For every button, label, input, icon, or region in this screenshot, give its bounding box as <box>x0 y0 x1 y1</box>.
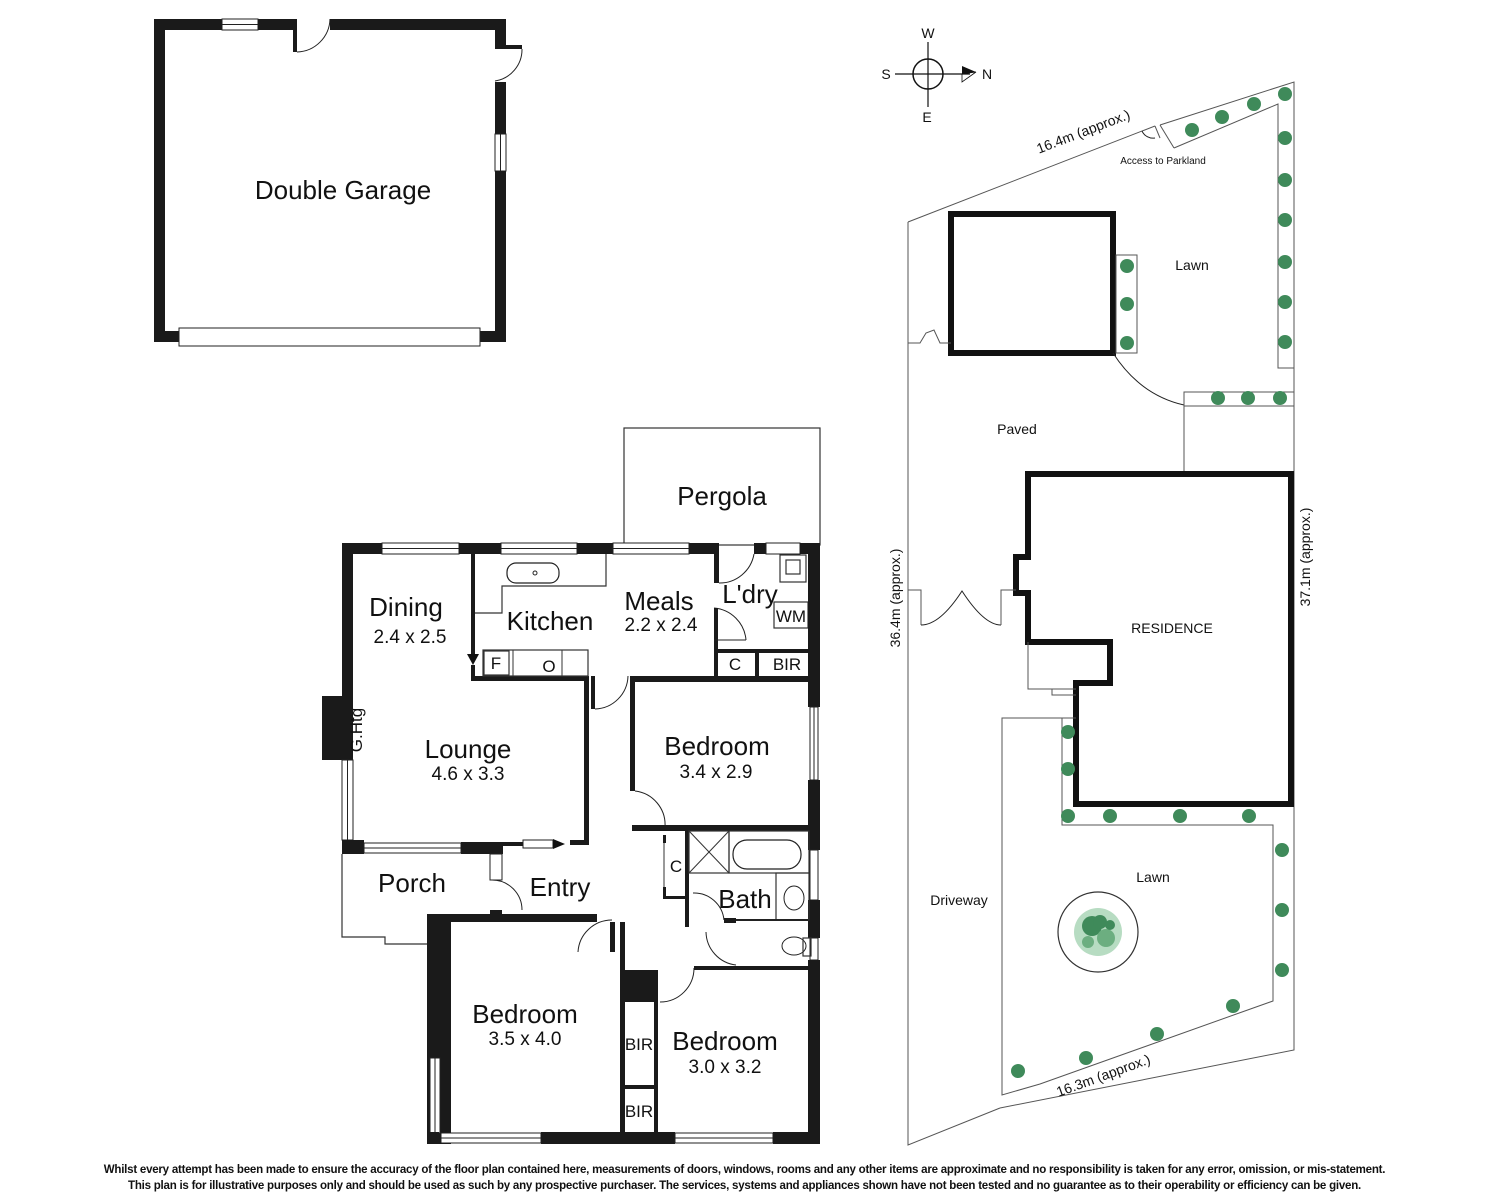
disclaimer-line-1: Whilst every attempt has been made to en… <box>103 1162 1386 1176</box>
room-label-dining: Dining <box>369 592 443 622</box>
access-to-parkland-label: Access to Parkland <box>1120 156 1206 167</box>
compass-west: W <box>921 25 935 41</box>
room-label-bedroom-1: Bedroom <box>664 731 770 761</box>
room-label-entry: Entry <box>530 872 591 902</box>
residence-label: RESIDENCE <box>1131 620 1213 636</box>
dimension-bottom: 16.3m (approx.) <box>1054 1051 1152 1100</box>
room-label-laundry: L'dry <box>722 579 778 609</box>
room-label-bedroom-3: Bedroom <box>672 1026 778 1056</box>
oven-label: O <box>542 657 555 676</box>
cupboard-label-hall: C <box>670 857 682 876</box>
room-label-bedroom-2: Bedroom <box>472 999 578 1029</box>
bir-label-lower: BIR <box>625 1102 653 1121</box>
disclaimer-line-2: This plan is for illustrative purposes o… <box>128 1178 1361 1192</box>
garage-label: Double Garage <box>255 175 431 205</box>
room-dims-bedroom-1: 3.4 x 2.9 <box>680 762 753 783</box>
dimension-left: 36.4m (approx.) <box>887 549 903 648</box>
room-dims-bedroom-3: 3.0 x 3.2 <box>689 1057 762 1078</box>
bir-label-laundry: BIR <box>773 655 801 674</box>
dimension-right: 37.1m (approx.) <box>1297 508 1313 607</box>
shrub-icons <box>1011 87 1292 1078</box>
double-garage: Double Garage <box>154 18 523 347</box>
room-label-kitchen: Kitchen <box>507 606 594 636</box>
room-label-bath: Bath <box>718 884 772 914</box>
room-dims-lounge: 4.6 x 3.3 <box>432 764 505 785</box>
room-label-meals: Meals <box>624 586 693 616</box>
compass-east: E <box>922 109 931 125</box>
tree-icon <box>1074 908 1122 956</box>
house-floor-plan: Pergola G.Htg <box>322 427 821 1144</box>
room-label-porch: Porch <box>378 868 446 898</box>
bir-label-upper: BIR <box>625 1035 653 1054</box>
cupboard-label-laundry: C <box>729 655 741 674</box>
room-dims-dining: 2.4 x 2.5 <box>374 627 447 648</box>
site-plan: 16.4m (approx.) Access to Parkland Lawn … <box>887 81 1313 1146</box>
room-dims-meals: 2.2 x 2.4 <box>625 615 698 636</box>
fridge-label: F <box>491 654 501 673</box>
disclaimer: Whilst every attempt has been made to en… <box>0 1161 1489 1193</box>
room-dims-bedroom-2: 3.5 x 4.0 <box>489 1029 562 1050</box>
driveway-label: Driveway <box>930 892 988 908</box>
room-label-lounge: Lounge <box>425 734 512 764</box>
dimension-top: 16.4m (approx.) <box>1034 106 1132 156</box>
lawn-top-label: Lawn <box>1175 257 1208 273</box>
compass-north: N <box>982 66 992 82</box>
compass-south: S <box>881 66 890 82</box>
washing-machine-label: WM <box>776 607 806 626</box>
gas-heating-label: G.Htg <box>347 708 366 752</box>
lawn-bottom-label: Lawn <box>1136 869 1169 885</box>
paved-label: Paved <box>997 421 1037 437</box>
compass-icon: W S N E <box>881 25 992 125</box>
room-label-pergola: Pergola <box>677 481 767 511</box>
